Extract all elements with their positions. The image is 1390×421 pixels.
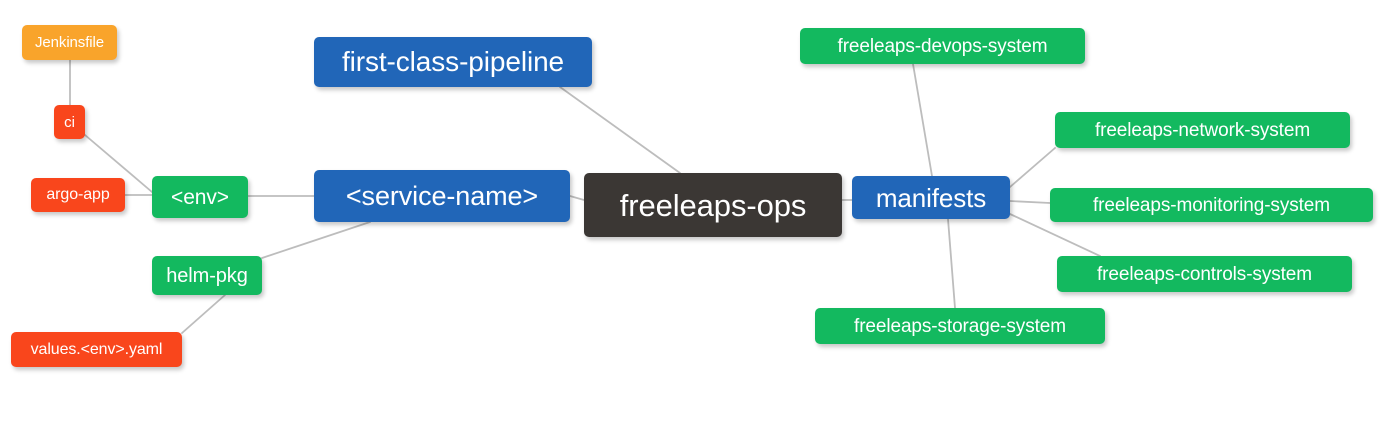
edge-service-name-root [569,195,585,201]
edge-manifests-network-system [1009,147,1056,188]
node-label-devops-system: freeleaps-devops-system [837,35,1048,57]
node-storage-system[interactable]: freeleaps-storage-system [815,308,1105,344]
node-label-first-class-pipeline: first-class-pipeline [341,46,565,77]
node-label-values-yaml: values.<env>.yaml [30,340,163,358]
node-network-system[interactable]: freeleaps-network-system [1055,112,1350,148]
node-ci[interactable]: ci [54,105,85,139]
node-label-monitoring-system: freeleaps-monitoring-system [1093,194,1330,216]
node-label-argo-app: argo-app [46,186,110,203]
node-label-env: <env> [171,185,229,209]
node-monitoring-system[interactable]: freeleaps-monitoring-system [1050,188,1373,222]
node-helm-pkg[interactable]: helm-pkg [152,256,262,295]
node-label-root: freeleaps-ops [619,187,807,223]
node-controls-system[interactable]: freeleaps-controls-system [1057,256,1352,292]
node-jenkinsfile[interactable]: Jenkinsfile [22,25,117,60]
edge-helm-pkg-service-name [261,221,371,259]
node-manifests[interactable]: manifests [852,176,1010,219]
node-devops-system[interactable]: freeleaps-devops-system [800,28,1085,64]
node-first-class-pipeline[interactable]: first-class-pipeline [314,37,592,87]
node-label-ci: ci [64,113,75,131]
node-argo-app[interactable]: argo-app [31,178,125,212]
node-root-freeleaps-ops[interactable]: freeleaps-ops [584,173,842,237]
node-label-jenkinsfile: Jenkinsfile [35,34,104,51]
node-label-network-system: freeleaps-network-system [1094,119,1311,141]
node-label-service-name: <service-name> [345,180,539,211]
edge-manifests-devops-system [912,63,933,177]
node-label-helm-pkg: helm-pkg [166,264,248,287]
node-label-storage-system: freeleaps-storage-system [854,315,1066,337]
edge-values-yaml-helm-pkg [181,294,226,334]
edge-manifests-storage-system [947,218,956,309]
node-env[interactable]: <env> [152,176,248,218]
node-values-yaml[interactable]: values.<env>.yaml [11,332,182,367]
edge-manifests-monitoring-system [1009,200,1051,204]
node-label-manifests: manifests [875,182,987,213]
node-label-controls-system: freeleaps-controls-system [1096,263,1313,285]
node-service-name[interactable]: <service-name> [314,170,570,222]
edge-first-class-root [559,86,681,174]
